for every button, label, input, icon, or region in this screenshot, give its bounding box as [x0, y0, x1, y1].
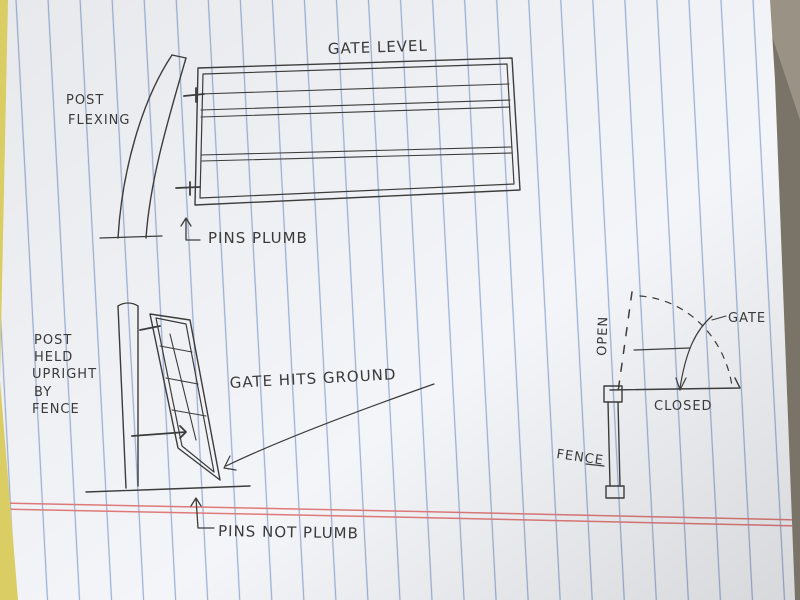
- post-held-label-line5: FENCE: [32, 402, 80, 417]
- post-flexing-label-line1: POST: [66, 93, 104, 108]
- gate-level-label: GATE LEVEL: [328, 37, 429, 58]
- post-held-label-line1: POST: [34, 333, 72, 348]
- pins-not-plumb-label: PINS NOT PLUMB: [218, 522, 359, 542]
- top-sketch: [99, 54, 521, 241]
- post-flexing-label-line2: FLEXING: [68, 113, 130, 128]
- plan-view-sketch: [585, 291, 741, 499]
- plan-gate-label: GATE: [728, 311, 766, 326]
- post-held-label-line2: HELD: [34, 350, 73, 365]
- closed-label: CLOSED: [654, 399, 713, 414]
- bottom-sketch: [85, 302, 435, 529]
- post-held-label-line3: UPRIGHT: [32, 367, 97, 382]
- fence-label: FENCE: [555, 447, 604, 468]
- post-held-label-line4: BY: [34, 385, 52, 400]
- open-label: OPEN: [595, 316, 611, 357]
- pins-plumb-label: PINS PLUMB: [208, 229, 308, 247]
